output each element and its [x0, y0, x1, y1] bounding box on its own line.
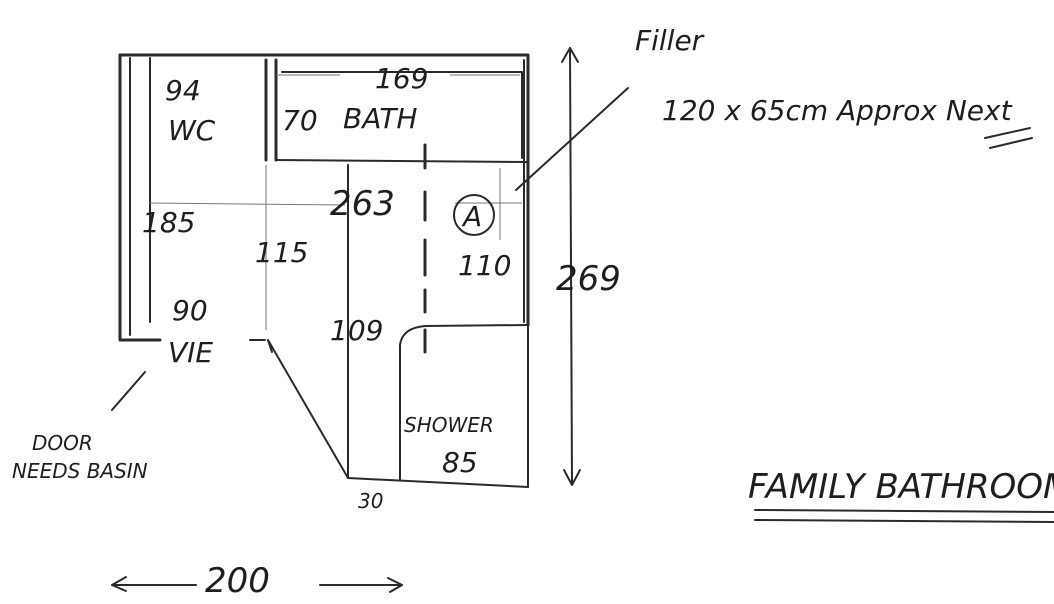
- wc-width-label: 94: [165, 74, 201, 107]
- filler-size-note: 120 x 65cm Approx Next: [662, 94, 1013, 127]
- door-note-line2: NEEDS BASIN: [12, 459, 148, 483]
- filler-label: Filler: [635, 24, 705, 57]
- shower-label: SHOWER: [404, 413, 494, 437]
- dim-30-label: 30: [358, 489, 383, 513]
- wc-label: WC: [168, 114, 216, 147]
- dim-115-label: 115: [255, 236, 308, 269]
- bath-outline: [275, 71, 529, 163]
- interior-lines: [149, 143, 522, 479]
- dim-185-label: 185: [142, 206, 195, 239]
- bath-length-label: 169: [375, 62, 428, 95]
- height-dimension-line: [561, 47, 581, 486]
- door-swing: [267, 339, 349, 479]
- title-underline: [754, 509, 1054, 523]
- width-dimension-arrows: [111, 576, 403, 593]
- vie-label: VIE: [168, 336, 213, 369]
- circle-a-label: A: [461, 200, 482, 233]
- door-note-line1: DOOR: [32, 431, 93, 455]
- bath-depth-label: 70: [282, 104, 318, 137]
- shower-enclosure: [347, 324, 529, 488]
- wc-partition: [264, 58, 278, 162]
- next-underline: [984, 127, 1033, 149]
- dim-90-label: 90: [172, 294, 208, 327]
- room-walls: [118, 53, 530, 342]
- bath-label: BATH: [343, 102, 417, 135]
- filler-leader-line: [515, 87, 629, 191]
- dim-110-label: 110: [458, 249, 511, 282]
- door-note-leader: [111, 371, 146, 411]
- circle-marker: [453, 194, 495, 236]
- dim-109-label: 109: [330, 314, 383, 347]
- plan-title: FAMILY BATHROOM: [748, 467, 1054, 507]
- width-200-label: 200: [205, 561, 270, 601]
- width-263-label: 263: [330, 184, 395, 224]
- height-269-label: 269: [556, 259, 621, 299]
- shower-size-label: 85: [442, 446, 478, 479]
